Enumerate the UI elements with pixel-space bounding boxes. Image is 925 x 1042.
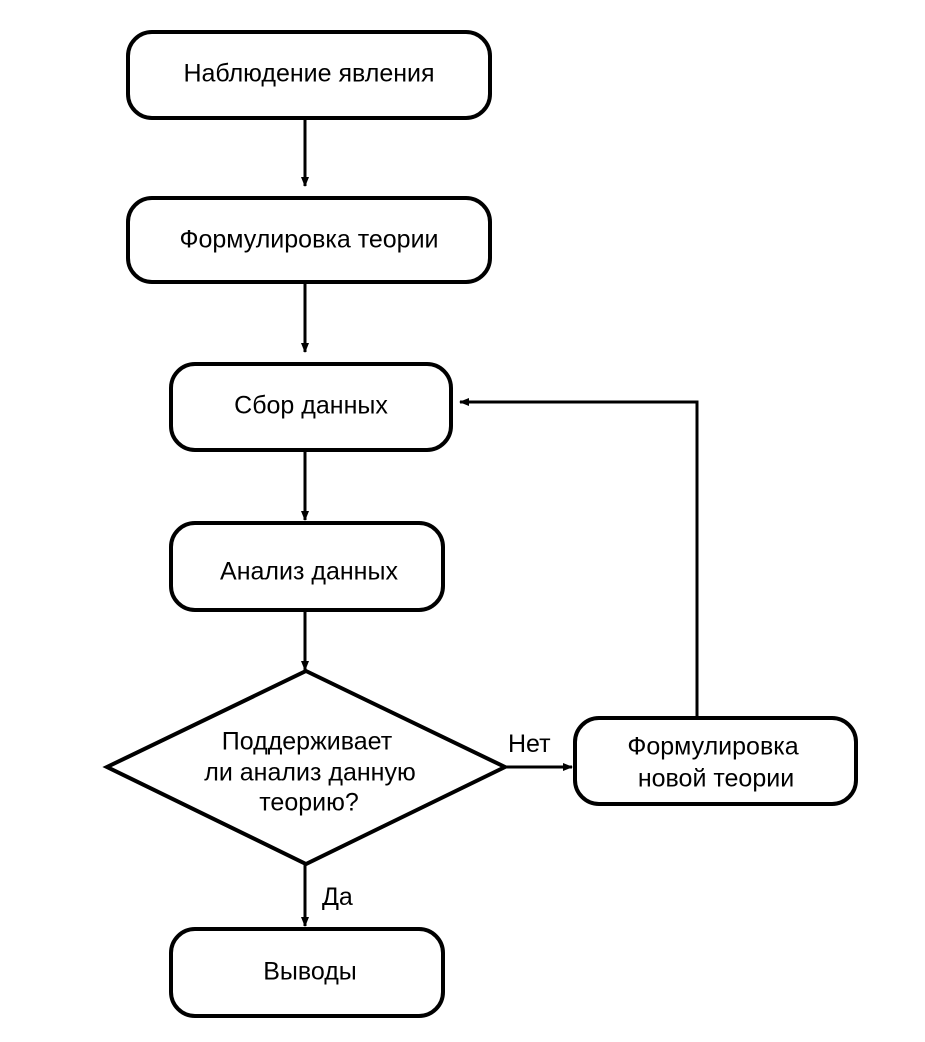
edge-label-no: Нет (508, 730, 551, 758)
node-observe-phenomenon: Наблюдение явления (126, 30, 492, 120)
node-analyze-data-label: Анализ данных (220, 558, 398, 586)
new-theory-label-line-2: новой теории (638, 765, 794, 793)
node-collect-data-label: Сбор данных (234, 392, 388, 420)
decision-label-line-1: Поддерживает (222, 728, 393, 756)
node-observe-phenomenon-label: Наблюдение явления (183, 60, 434, 88)
decision-label-line-3: теорию? (259, 789, 359, 817)
node-formulate-theory-label: Формулировка теории (179, 226, 438, 254)
node-analyze-data: Анализ данных (169, 521, 445, 612)
new-theory-label-line-1: Формулировка (627, 733, 798, 761)
node-formulate-theory: Формулировка теории (126, 196, 492, 284)
node-formulate-new-theory: Формулировка новой теории (573, 716, 858, 806)
node-decision-supports-theory: Поддерживает ли анализ данную теорию? (102, 668, 510, 867)
node-collect-data: Сбор данных (169, 362, 453, 452)
decision-label-line-2: ли анализ данную (204, 759, 415, 787)
node-conclusions: Выводы (169, 927, 445, 1018)
edge-label-yes: Да (322, 883, 353, 911)
edge-new-theory-to-collect (459, 398, 699, 717)
node-conclusions-label: Выводы (263, 958, 357, 986)
